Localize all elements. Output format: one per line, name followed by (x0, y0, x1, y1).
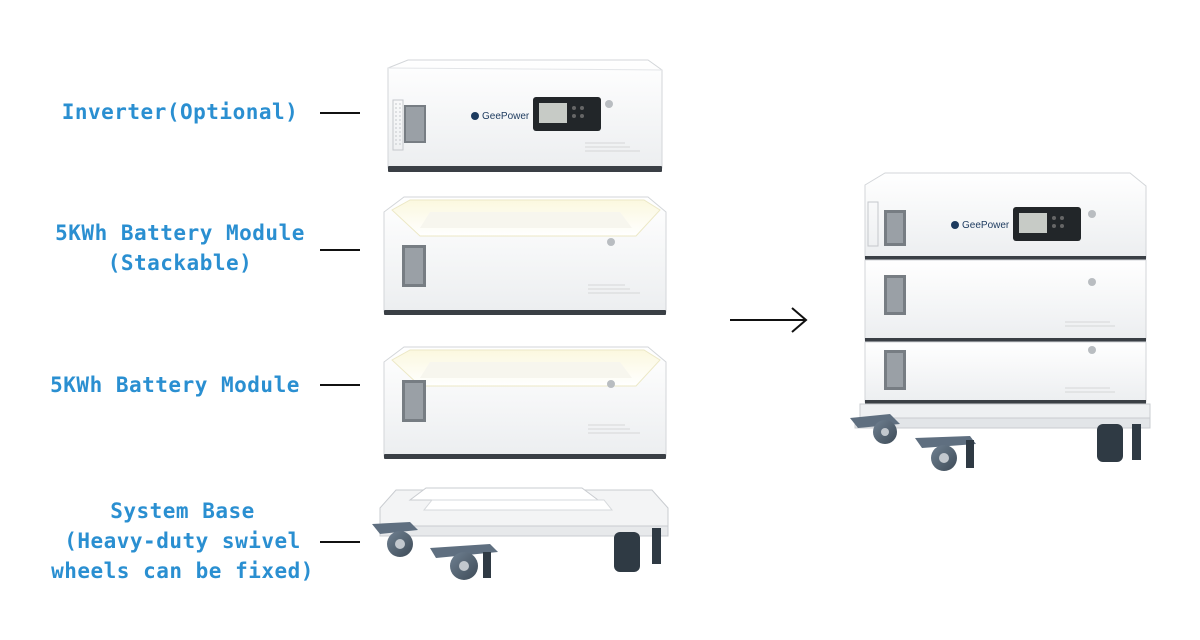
battery-stackable-label-line-1: 5KWh Battery Module (55, 221, 305, 245)
power-button (605, 100, 613, 108)
vent-grille-left (392, 99, 404, 151)
battery-label: 5KWh Battery Module (40, 370, 310, 400)
battery-label-line-1: 5KWh Battery Module (50, 373, 300, 397)
system-base-label-line-1: System Base (110, 499, 255, 523)
brand-logo-icon (471, 112, 479, 120)
assembly-arrow (730, 307, 808, 333)
inverter-label-line-1: Inverter(Optional) (61, 100, 299, 124)
battery-module (383, 346, 667, 459)
brand-logo-text: GeePower (482, 111, 530, 122)
system-base-leader-line (320, 541, 360, 543)
inverter-leader-line (320, 112, 360, 114)
fixed-foot (614, 528, 661, 572)
assembled-system: GeePower (850, 172, 1151, 471)
system-base (372, 487, 669, 580)
battery-stackable-label: 5KWh Battery Module (Stackable) (40, 218, 320, 278)
assembled-brand-logo-text: GeePower (962, 220, 1010, 231)
battery-stackable-leader-line (320, 249, 360, 251)
battery-module-stackable (383, 196, 667, 315)
swivel-wheel (430, 544, 498, 580)
system-base-label-line-2: (Heavy-duty swivel (64, 529, 301, 553)
battery-stackable-label-line-2: (Stackable) (107, 251, 253, 275)
power-button (607, 380, 615, 388)
inverter-unit: GeePower (387, 59, 663, 172)
swivel-wheel (372, 522, 418, 557)
inverter-label: Inverter(Optional) (50, 97, 310, 127)
battery-leader-line (320, 384, 360, 386)
system-base-label-line-3: wheels can be fixed) (51, 559, 314, 583)
power-button (607, 238, 615, 246)
system-base-label: System Base (Heavy-duty swivel wheels ca… (40, 496, 325, 586)
